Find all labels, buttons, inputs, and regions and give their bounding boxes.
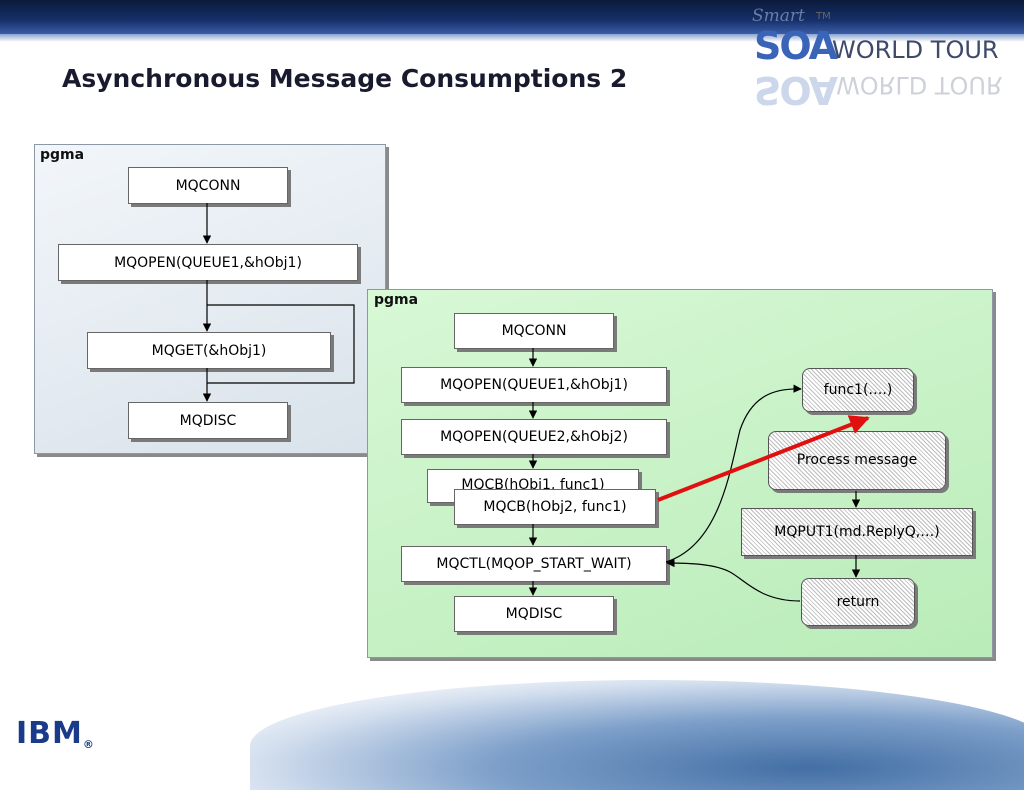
async-mqopen2-box: MQOPEN(QUEUE2,&hObj2) [401, 419, 667, 455]
logo-tour-text: WORLD TOUR [832, 36, 999, 64]
sync-mqopen-box: MQOPEN(QUEUE1,&hObj1) [58, 244, 358, 281]
panel-sync-label: pgma [40, 147, 85, 163]
slide-title: Asynchronous Message Consumptions 2 [62, 64, 628, 93]
logo-reflection: SOAWORLD TOUR [754, 62, 1003, 112]
async-mqdisc-box: MQDISC [454, 596, 614, 632]
sync-mqget-box: MQGET(&hObj1) [87, 332, 331, 369]
async-mqctl-box: MQCTL(MQOP_START_WAIT) [401, 546, 667, 582]
callback-func1-box: func1(….) [802, 368, 914, 412]
async-mqcb2-box: MQCB(hObj2, func1) [454, 489, 656, 525]
ibm-logo-text: IBM [16, 716, 83, 751]
ibm-registered-mark: ® [82, 738, 95, 751]
callback-return-box: return [801, 578, 915, 626]
sync-mqconn-box: MQCONN [128, 167, 288, 204]
async-mqconn-box: MQCONN [454, 313, 614, 349]
earth-horizon-image [250, 680, 1024, 790]
logo-soa-text: SOA [754, 24, 838, 68]
top-banner [0, 0, 1024, 34]
logo-smart-text: Smart [752, 6, 805, 26]
smart-soa-logo: Smart TM SOA WORLD TOUR SOAWORLD TOUR [752, 6, 1012, 112]
logo-reflection-tour: WORLD TOUR [836, 71, 1003, 99]
top-banner-fade [0, 34, 1024, 42]
callback-mqput1-box: MQPUT1(md.ReplyQ,…) [741, 508, 973, 556]
sync-mqdisc-box: MQDISC [128, 402, 288, 439]
async-mqopen1-box: MQOPEN(QUEUE1,&hObj1) [401, 367, 667, 403]
logo-trademark: TM [816, 11, 831, 22]
logo-reflection-soa: SOA [754, 68, 837, 112]
panel-async-label: pgma [374, 292, 419, 308]
ibm-logo: IBM® [16, 716, 95, 751]
callback-process-box: Process message [768, 431, 946, 490]
